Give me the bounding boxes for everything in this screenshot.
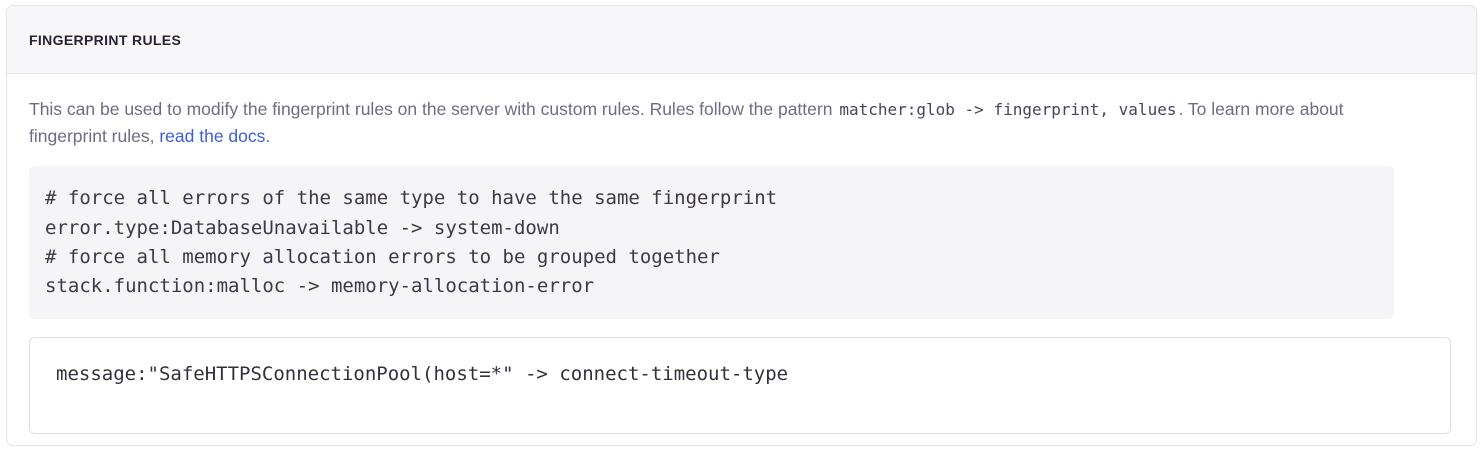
- description-part2: . To learn more about fingerprint rules,: [29, 99, 1344, 147]
- description-part1: This can be used to modify the fingerpri…: [29, 99, 838, 119]
- panel-header: FINGERPRINT RULES: [7, 6, 1476, 74]
- code-line: # force all memory allocation errors to …: [45, 245, 720, 268]
- description-text: This can be used to modify the fingerpri…: [29, 96, 1389, 150]
- code-line: # force all errors of the same type to h…: [45, 187, 778, 210]
- fingerprint-rules-input[interactable]: [29, 337, 1451, 435]
- read-the-docs-link[interactable]: read the docs: [159, 126, 266, 147]
- panel-body: This can be used to modify the fingerpri…: [7, 74, 1476, 435]
- page-title: FINGERPRINT RULES: [29, 31, 182, 48]
- code-line: stack.function:malloc -> memory-allocati…: [45, 275, 595, 297]
- code-line: error.type:DatabaseUnavailable -> system…: [45, 216, 560, 239]
- example-code-block: # force all errors of the same type to h…: [29, 166, 1394, 320]
- fingerprint-rules-panel: FINGERPRINT RULES This can be used to mo…: [6, 5, 1477, 446]
- description-part3: .: [265, 126, 271, 147]
- inline-code-pattern: matcher:glob -> fingerprint, values: [839, 100, 1177, 119]
